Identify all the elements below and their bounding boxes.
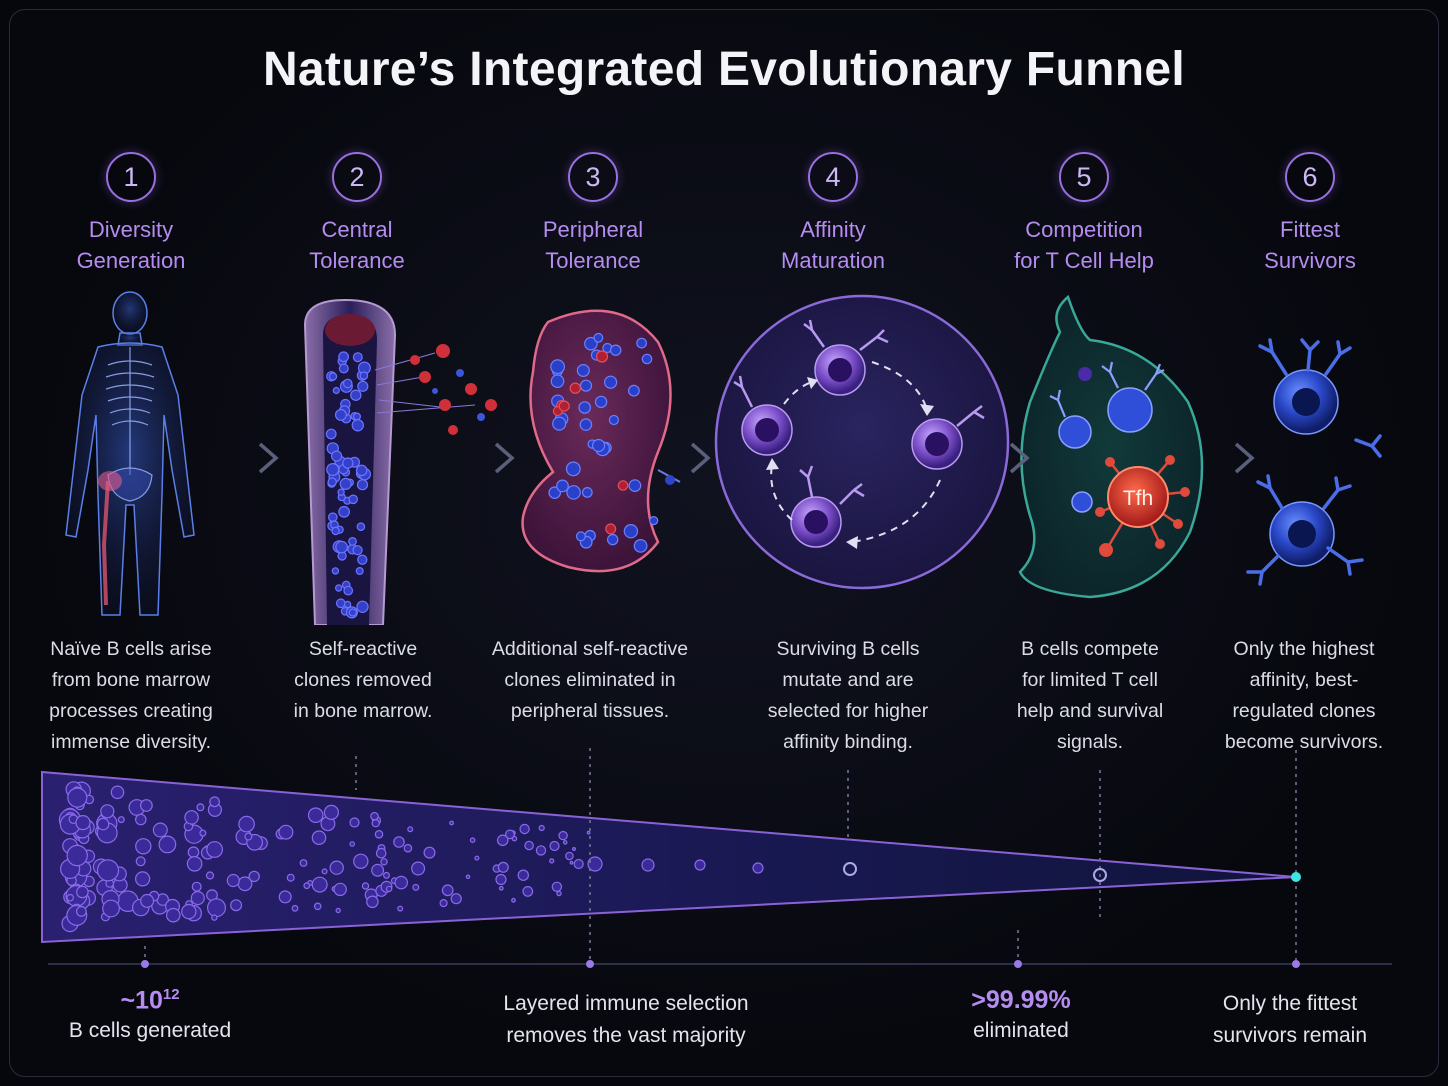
step-number-badge: 5 [1059, 152, 1109, 202]
step-number-badge: 4 [808, 152, 858, 202]
germinal-center-illustration [714, 294, 1010, 590]
survivor-cells-illustration [1246, 338, 1382, 586]
bone-marrow-highlight [98, 471, 122, 491]
tfh-label: Tfh [1123, 487, 1153, 510]
chevron-right-icon [1234, 442, 1255, 474]
bone-b-cells [325, 351, 371, 619]
stat-generated-label: B cells generated [68, 1019, 232, 1043]
stat-eliminated-label: eliminated [973, 1019, 1069, 1042]
tfh-cell [1107, 466, 1169, 528]
chevron-right-icon [1009, 442, 1030, 474]
funnel-shape [41, 770, 1297, 944]
selection-funnel [41, 748, 1392, 968]
cycle-arrows [770, 361, 941, 543]
chevron-right-icon [258, 442, 279, 474]
stat-survivors: Only the fittest survivors remain [1212, 992, 1368, 1047]
stat-selection: Layered immune selection removes the vas… [503, 992, 749, 1047]
tissue-b-cells [548, 332, 659, 553]
stat-eliminated-value: >99.99% [971, 986, 1071, 1014]
lymph-node-illustration: Tfh [1018, 294, 1204, 599]
expelled-cells [374, 352, 476, 414]
step-number-badge: 6 [1285, 152, 1335, 202]
stat-eliminated: >99.99% eliminated [921, 986, 1121, 1047]
step-number-badge: 3 [568, 152, 618, 202]
funnel-cells [58, 781, 764, 933]
page-title: Nature’s Integrated Evolutionary Funnel [262, 43, 1186, 96]
peripheral-tissue-illustration [521, 309, 681, 573]
step-number-badge: 1 [106, 152, 156, 202]
bone-marrow-illustration [303, 298, 497, 625]
stat-generated: ~1012 B cells generated [30, 986, 270, 1047]
step-number-badge: 2 [332, 152, 382, 202]
connector-lines [144, 748, 1297, 960]
stat-generated-value: ~1012 [120, 986, 180, 1015]
chevron-right-icon [494, 442, 515, 474]
chevron-right-icon [690, 442, 711, 474]
marrow-red-core [325, 314, 375, 346]
survivor-dot [1291, 872, 1301, 882]
human-body-illustration [65, 291, 195, 616]
